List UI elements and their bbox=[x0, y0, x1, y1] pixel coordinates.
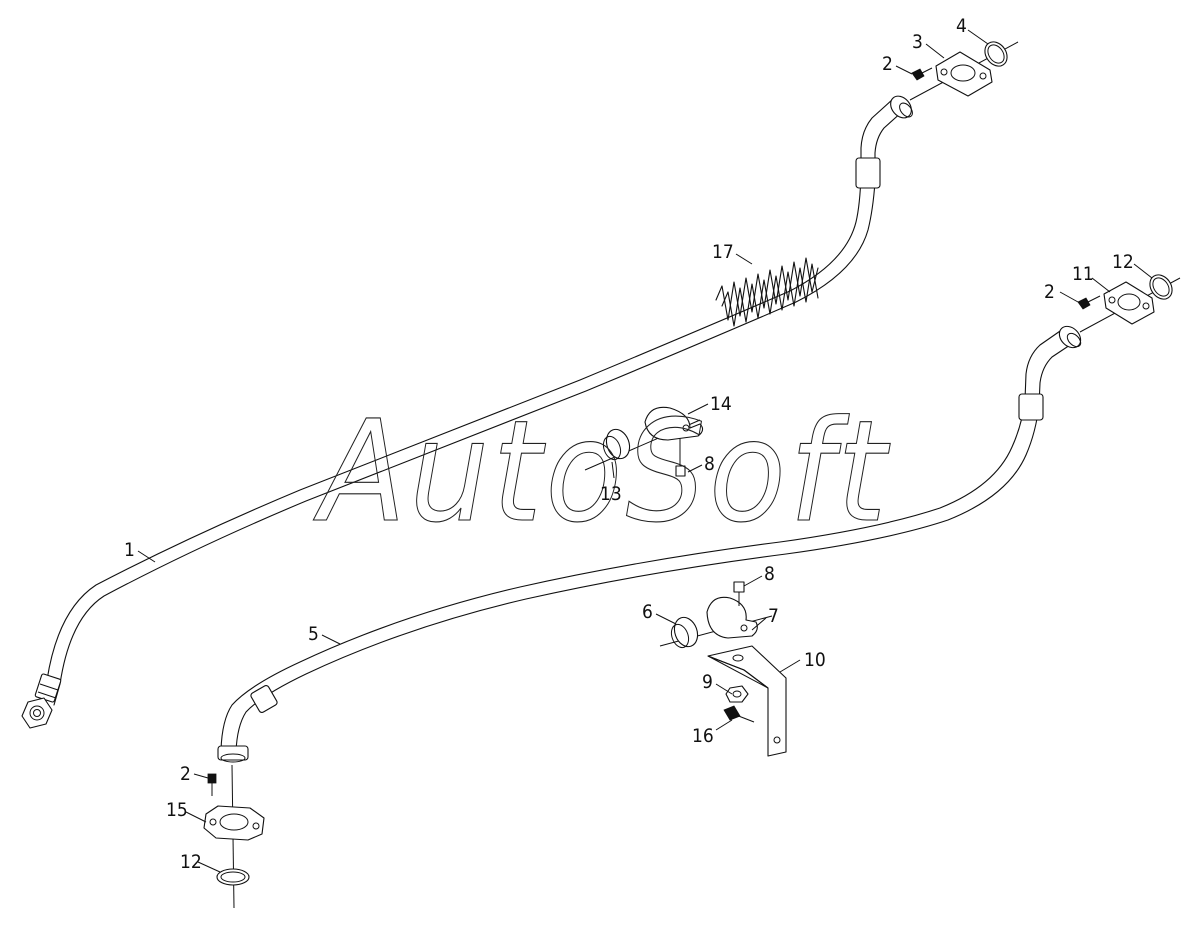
leader-8-bracket bbox=[743, 575, 763, 587]
leader-7 bbox=[751, 617, 767, 631]
o-ring-4-inner bbox=[987, 44, 1005, 64]
o-ring-4 bbox=[984, 41, 1008, 67]
callout-17: 17 bbox=[712, 241, 734, 263]
tube-5-upper-edge bbox=[220, 328, 1064, 751]
o-ring-12-bottom-inner bbox=[220, 871, 246, 883]
tube-5-flange-end-upper bbox=[1058, 325, 1082, 349]
nut-9 bbox=[725, 685, 749, 703]
split-flange-3 bbox=[935, 51, 993, 97]
leader-15 bbox=[185, 811, 207, 823]
callout-16: 16 bbox=[692, 725, 714, 747]
callout-2-right: 2 bbox=[1044, 281, 1055, 303]
leader-5 bbox=[321, 634, 341, 645]
clamp-14 bbox=[644, 406, 704, 441]
tube-1-flange-end-inner bbox=[899, 102, 913, 118]
callout-4: 4 bbox=[956, 15, 967, 37]
callout-14: 14 bbox=[710, 393, 732, 415]
split-flange-15 bbox=[203, 805, 265, 841]
bolt-2-top bbox=[911, 67, 933, 81]
leader-11 bbox=[1091, 277, 1111, 293]
leader-2-right bbox=[1059, 291, 1079, 303]
callout-5: 5 bbox=[308, 623, 319, 645]
callout-9: 9 bbox=[702, 671, 713, 693]
tube-5-lower-sleeve bbox=[250, 685, 278, 713]
callout-11: 11 bbox=[1072, 263, 1094, 285]
spiral-wrap-17 bbox=[715, 257, 819, 327]
tube-assembly-5 bbox=[217, 325, 1082, 763]
tube-5-lower-edge bbox=[235, 342, 1074, 753]
leader-4 bbox=[967, 29, 989, 45]
callout-6: 6 bbox=[642, 601, 653, 623]
leader-12-right bbox=[1133, 263, 1153, 279]
o-ring-12-right bbox=[1149, 274, 1173, 300]
leader-1 bbox=[137, 550, 156, 563]
flange-group-right bbox=[1077, 274, 1181, 333]
clamp-7 bbox=[706, 596, 758, 639]
callout-10: 10 bbox=[804, 649, 826, 671]
tube-1-lower-edge bbox=[53, 110, 904, 706]
o-ring-12-right-inner bbox=[1152, 277, 1170, 297]
callout-labels: 1 2 3 4 5 6 7 8 8 9 10 11 12 12 13 14 15… bbox=[124, 15, 1134, 873]
callout-13: 13 bbox=[600, 483, 622, 505]
callout-2-top: 2 bbox=[882, 53, 893, 75]
clamp-group-bracket bbox=[659, 581, 787, 757]
bolt-2-bottom bbox=[207, 773, 217, 796]
tube-1-flange-end bbox=[890, 95, 912, 119]
flange-group-bottom bbox=[203, 764, 265, 909]
leader-2-top bbox=[895, 65, 913, 75]
tube-5-flange-end-lower bbox=[217, 745, 249, 761]
leader-6 bbox=[655, 613, 677, 625]
leader-10 bbox=[779, 659, 801, 673]
leader-3 bbox=[925, 43, 945, 59]
clamp-group-middle bbox=[584, 406, 704, 477]
tube-1-upper-edge bbox=[39, 98, 894, 703]
callout-12-right: 12 bbox=[1112, 251, 1134, 273]
leader-16 bbox=[715, 719, 733, 731]
bushing-6 bbox=[670, 616, 699, 649]
bolt-2-right bbox=[1077, 295, 1101, 310]
callout-8-bracket: 8 bbox=[764, 563, 775, 585]
bracket-10 bbox=[707, 645, 787, 757]
bolt-16 bbox=[723, 705, 755, 723]
tube-5-upper-sleeve bbox=[1018, 393, 1044, 421]
tube-1-hose-fitting bbox=[21, 673, 62, 729]
callout-3: 3 bbox=[912, 31, 923, 53]
bolt-8-middle bbox=[675, 438, 686, 477]
tube-1-sleeve bbox=[855, 157, 881, 189]
leader-14 bbox=[687, 403, 709, 415]
leader-9 bbox=[715, 683, 733, 695]
watermark-text: AutoSoft bbox=[313, 391, 891, 554]
leader-2-bottom bbox=[193, 773, 209, 779]
leader-12-bottom bbox=[197, 861, 221, 873]
callout-8-middle: 8 bbox=[704, 453, 715, 475]
leader-13 bbox=[611, 461, 615, 479]
callout-12-bottom: 12 bbox=[180, 851, 202, 873]
callout-1: 1 bbox=[124, 539, 135, 561]
callout-7: 7 bbox=[768, 605, 779, 627]
split-flange-11 bbox=[1103, 281, 1155, 325]
o-ring-12-bottom bbox=[216, 868, 250, 886]
bushing-13 bbox=[602, 428, 631, 461]
tube-assembly-1 bbox=[21, 95, 913, 729]
callout-2-bottom: 2 bbox=[180, 763, 191, 785]
tube-5-flange-end-upper-inner bbox=[1066, 332, 1082, 348]
callout-15: 15 bbox=[166, 799, 188, 821]
leader-lines bbox=[137, 29, 1153, 873]
leader-17 bbox=[735, 253, 753, 265]
tube-5-flange-end-lower-inner bbox=[220, 753, 246, 763]
bolt-8-bracket bbox=[733, 581, 745, 606]
leader-8-middle bbox=[687, 464, 703, 473]
flange-group-top bbox=[909, 41, 1019, 101]
